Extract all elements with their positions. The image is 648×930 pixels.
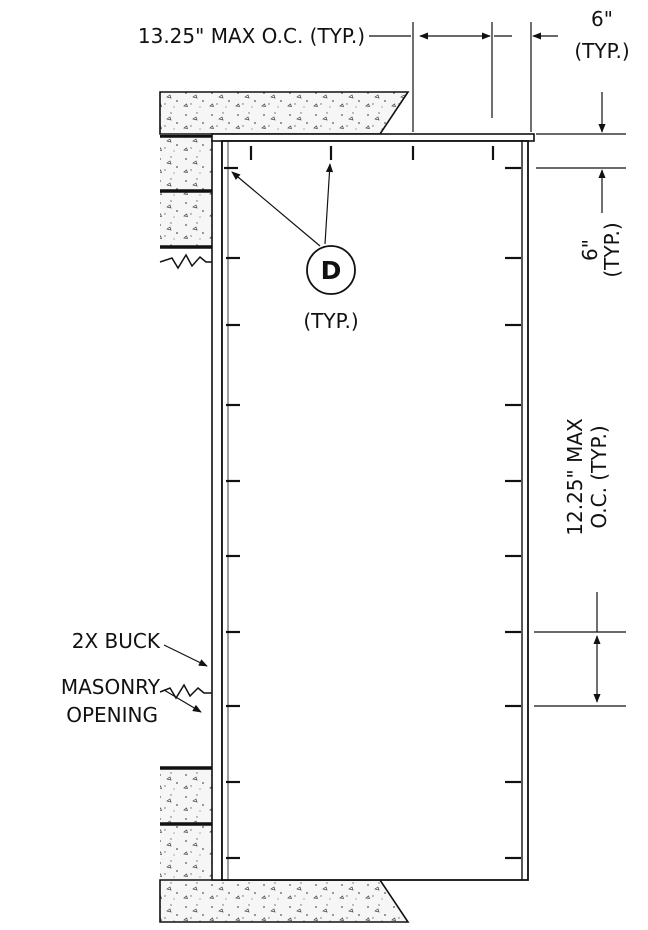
masonry-leader bbox=[163, 689, 202, 713]
dim-vertical-spacing bbox=[534, 592, 626, 707]
detail-tag-letter: D bbox=[321, 256, 342, 285]
label-masonry-1: MASONRY bbox=[61, 675, 161, 699]
buck-head bbox=[211, 133, 535, 142]
buck-left bbox=[211, 139, 223, 881]
label-masonry-2: OPENING bbox=[66, 703, 158, 727]
panel-frame bbox=[221, 140, 529, 881]
detail-tag-circle bbox=[306, 245, 356, 295]
label-vertical-spacing-1: 12.25" MAX bbox=[563, 418, 587, 536]
label-vertical-spacing-2: O.C. (TYP.) bbox=[587, 425, 611, 528]
dim-horizontal-spacing bbox=[369, 22, 493, 132]
label-edge-side: 6" bbox=[578, 239, 602, 261]
fasteners bbox=[224, 146, 521, 860]
detail-tag bbox=[231, 163, 356, 295]
label-edge-top-typ: (TYP.) bbox=[574, 39, 629, 63]
label-horizontal-spacing: 13.25" MAX O.C. (TYP.) bbox=[138, 24, 365, 48]
concrete-bottom bbox=[159, 879, 410, 923]
label-buck: 2X BUCK bbox=[72, 629, 161, 653]
label-edge-top: 6" bbox=[591, 7, 613, 31]
label-edge-side-typ: (TYP.) bbox=[600, 222, 624, 277]
break-line-top bbox=[159, 253, 212, 270]
concrete-top bbox=[159, 91, 410, 135]
dim-edge-top bbox=[494, 22, 626, 213]
panel-outline bbox=[221, 140, 529, 881]
break-line-bottom bbox=[159, 683, 212, 700]
detail-tag-typ: (TYP.) bbox=[303, 309, 358, 333]
masonry-wall bbox=[159, 91, 410, 923]
buck-leader bbox=[163, 644, 208, 667]
